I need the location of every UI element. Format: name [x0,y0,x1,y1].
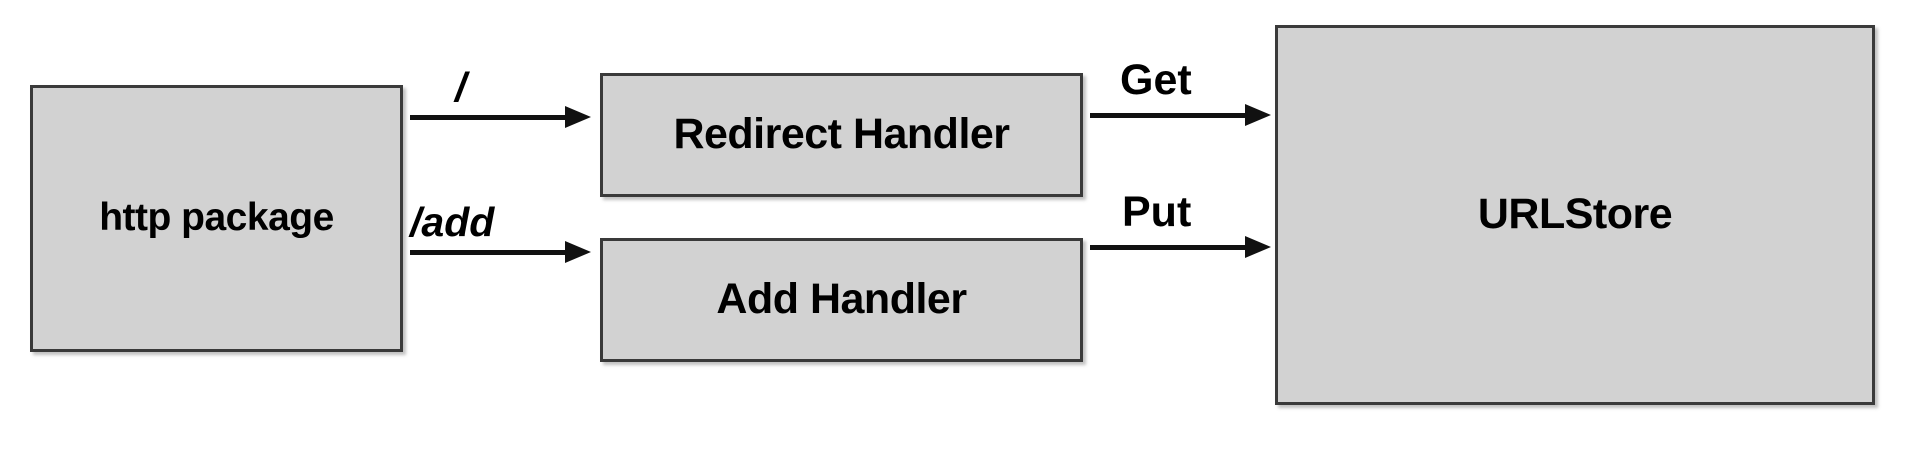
node-add-handler[interactable]: Add Handler [600,238,1083,362]
edge-label-put: Put [1122,188,1192,236]
node-redirect-handler-label: Redirect Handler [673,110,1010,159]
node-http-package-label: http package [99,196,334,240]
edge-line [1090,245,1250,250]
edge-label-root-path: / [455,64,467,110]
node-redirect-handler[interactable]: Redirect Handler [600,73,1083,197]
edge-line [410,115,570,120]
node-urlstore-label: URLStore [1477,190,1673,239]
arrow-right-icon [1245,236,1271,258]
arrow-right-icon [565,106,591,128]
node-http-package[interactable]: http package [30,85,403,352]
arrow-right-icon [565,241,591,263]
edge-label-get: Get [1120,56,1192,104]
node-add-handler-label: Add Handler [716,275,967,324]
edge-line [410,250,570,255]
edge-label-add-path: /add [410,199,495,245]
arrow-right-icon [1245,104,1271,126]
edge-line [1090,113,1250,118]
node-urlstore[interactable]: URLStore [1275,25,1875,405]
